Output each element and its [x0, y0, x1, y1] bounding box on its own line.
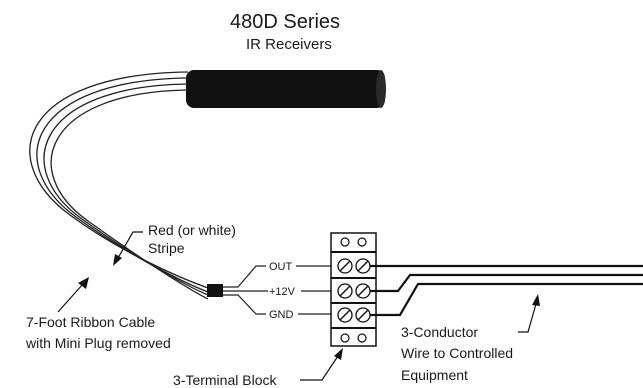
stripe-label-line2: Stripe [148, 240, 185, 256]
terminal-block-arrow [300, 348, 343, 381]
diagram-subtitle: IR Receivers [246, 36, 332, 53]
conductor-label-line3: Equipment [401, 367, 468, 383]
conductor-arrow [518, 294, 540, 333]
stripe-arrow [113, 231, 143, 266]
cable-end [207, 284, 223, 297]
diagram-title: 480D Series [230, 11, 340, 33]
pin-label-gnd: GND [269, 309, 294, 321]
ir-receiver [186, 70, 386, 108]
terminal-block-label: 3-Terminal Block [173, 372, 277, 388]
conductor-label-line1: 3-Conductor [401, 324, 478, 340]
ribbon-cable [29, 71, 209, 300]
output-wires [370, 264, 643, 317]
conductor-label-line2: Wire to Controlled [401, 345, 513, 361]
pin-label-out: OUT [269, 261, 293, 273]
cable-label-line2: with Mini Plug removed [25, 335, 171, 351]
terminal-block [330, 232, 377, 347]
fanout-wires [223, 265, 268, 315]
cable-label-line1: 7-Foot Ribbon Cable [26, 314, 155, 330]
cable-arrow [57, 277, 89, 313]
pin-label-12v: +12V [269, 286, 296, 298]
stripe-label-line1: Red (or white) [148, 222, 236, 238]
terminal-leads [296, 265, 336, 315]
